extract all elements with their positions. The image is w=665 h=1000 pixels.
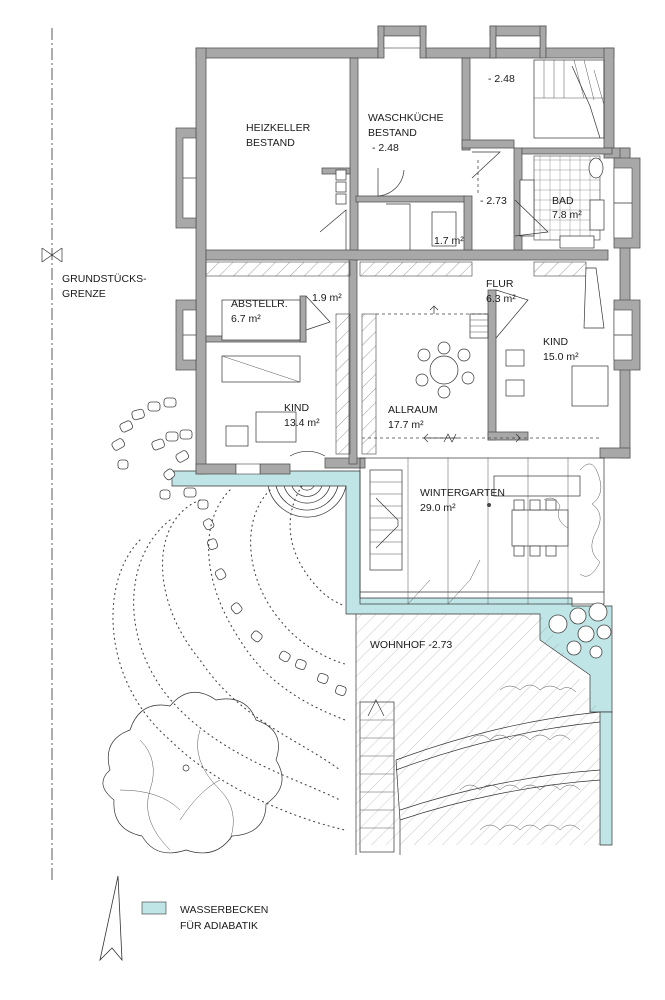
property-boundary: [41, 28, 63, 880]
north-arrow-icon: [99, 875, 123, 962]
label-abstellr-2: 6.7 m²: [231, 313, 261, 325]
label-flur-2: 6.3 m²: [486, 293, 516, 305]
stones: [548, 602, 612, 659]
label-small-room: 1.7 m²: [434, 235, 464, 247]
label-allraum-1: ALLRAUM: [388, 404, 438, 416]
label-stair-level: - 2.48: [488, 73, 515, 85]
label-abstellr-1: ABSTELLR.: [231, 298, 288, 310]
dashed-guides: [362, 160, 600, 439]
label-boundary-2: GRENZE: [62, 288, 106, 300]
label-wohnhof: WOHNHOF -2.73: [370, 639, 452, 651]
room-labels: HEIZKELLER BESTAND WASCHKÜCHE BESTAND - …: [62, 73, 582, 932]
terraced-planters: [395, 463, 602, 855]
label-heizkeller-1: HEIZKELLER: [246, 122, 311, 134]
label-kind-left-1: KIND: [284, 402, 310, 414]
stairs-top: [533, 59, 605, 139]
label-allraum-2: 17.7 m²: [388, 419, 424, 431]
contour-lines: [112, 485, 346, 831]
label-kind-right-2: 15.0 m²: [543, 351, 579, 363]
tree-canopy: [102, 692, 283, 854]
bathroom: [519, 155, 605, 249]
label-flur-1: FLUR: [486, 278, 514, 290]
doors: [289, 151, 549, 457]
beam-band: [205, 261, 587, 455]
label-waschkueche-2: BESTAND: [368, 127, 417, 139]
window-bays: [175, 35, 641, 475]
label-bad-2: 7.8 m²: [552, 209, 582, 221]
legend-label-1: WASSERBECKEN: [180, 904, 268, 916]
wohnhof-deck: [355, 614, 600, 855]
label-kind-left-2: 13.4 m²: [284, 417, 320, 429]
label-level-273: - 2.73: [480, 195, 507, 207]
label-wintergarten-1: WINTERGARTEN: [420, 487, 505, 499]
legend-label-2: FÜR ADIABATIK: [180, 920, 258, 932]
terrace-steps: [267, 485, 347, 518]
label-area-19: 1.9 m²: [312, 292, 342, 304]
label-waschkueche-1: WASCHKÜCHE: [368, 112, 443, 124]
label-heizkeller-2: BESTAND: [246, 137, 295, 149]
furniture: [221, 169, 609, 557]
label-waschkueche-3: - 2.48: [372, 142, 399, 154]
label-bad-1: BAD: [552, 195, 574, 207]
wintergarten-frame: [359, 457, 605, 605]
legend-swatch: [141, 901, 167, 915]
label-boundary-1: GRUNDSTÜCKS-: [62, 273, 147, 285]
label-kind-right-1: KIND: [543, 336, 569, 348]
flur-steps: [423, 305, 521, 443]
garden-path: [111, 397, 347, 696]
label-wintergarten-2: 29.0 m²: [420, 502, 456, 514]
